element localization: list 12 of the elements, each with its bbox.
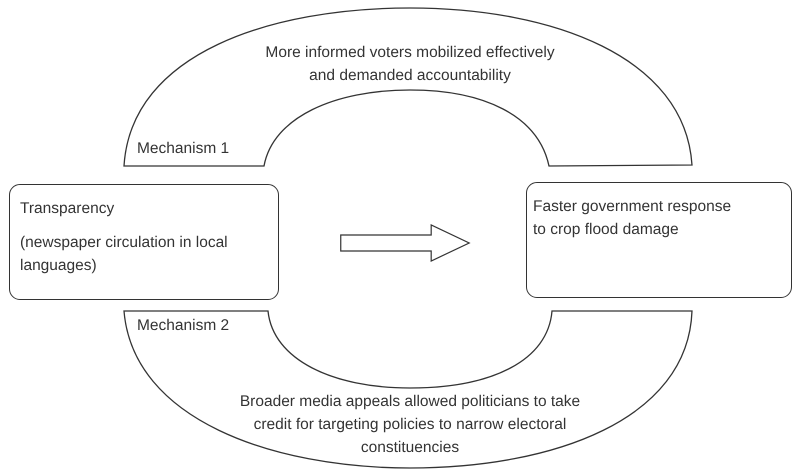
body-text: Broader media appeals allowed politicians to take credit for targeting policies to narrow electoral constituencies <box>238 392 582 458</box>
block-arrow <box>340 224 471 262</box>
body-text: (newspaper circulation in local languages) <box>20 233 229 276</box>
arch-band <box>123 7 694 168</box>
body-text: Faster government response to crop flood damage <box>533 197 732 240</box>
heading-label: Mechanism 2 <box>137 316 230 336</box>
arch-band <box>123 310 694 470</box>
rounded-box <box>9 184 279 300</box>
body-text: More informed voters mobilized effectively and demanded accountability <box>264 43 556 86</box>
heading-label: Mechanism 1 <box>137 139 230 159</box>
rounded-box <box>526 182 792 298</box>
heading-label: Transparency <box>20 199 116 219</box>
